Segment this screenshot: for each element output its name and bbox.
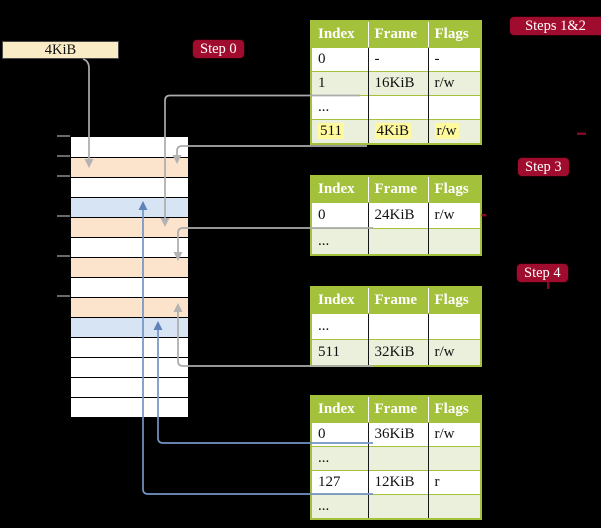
page-size-box: 4KiB bbox=[2, 41, 119, 59]
column-header: Flags bbox=[427, 287, 481, 314]
table-row: 0-- bbox=[311, 47, 481, 72]
table-cell: 4KiB bbox=[367, 119, 428, 144]
table-cell: r/w bbox=[427, 339, 481, 366]
table-cell: 511 bbox=[311, 339, 368, 366]
table-cell: 12KiB bbox=[367, 470, 428, 495]
column-header: Flags bbox=[427, 21, 481, 48]
table-cell: - bbox=[427, 47, 481, 72]
memory-frame-row bbox=[71, 257, 188, 277]
memory-frame-row bbox=[71, 397, 188, 417]
table-cell: r/w bbox=[427, 422, 481, 447]
table-cell bbox=[427, 446, 481, 471]
column-header: Frame bbox=[367, 176, 428, 203]
table-cell: ... bbox=[311, 446, 368, 471]
table-cell: ... bbox=[311, 228, 368, 255]
column-header: Index bbox=[311, 287, 368, 314]
table-cell: 32KiB bbox=[367, 339, 428, 366]
table-cell bbox=[367, 95, 428, 120]
memory-frame-row bbox=[71, 217, 188, 237]
table-cell: 511 bbox=[311, 119, 368, 144]
table-row: ... bbox=[311, 228, 481, 255]
step-4-label: Step 4 bbox=[517, 264, 568, 282]
memory-frame-row bbox=[71, 377, 188, 397]
memory-frame-row bbox=[71, 157, 188, 177]
column-header: Flags bbox=[427, 176, 481, 203]
memory-frame-row bbox=[71, 357, 188, 377]
memory-frame-row bbox=[71, 297, 188, 317]
memory-frame-row bbox=[71, 137, 188, 157]
table-cell: ... bbox=[311, 313, 368, 340]
table-cell: ... bbox=[311, 494, 368, 519]
steps-1-2-label: Steps 1&2 bbox=[510, 17, 601, 35]
table-cell bbox=[427, 228, 481, 255]
memory-frame-row bbox=[71, 277, 188, 297]
table-cell bbox=[427, 95, 481, 120]
table-cell: 0 bbox=[311, 422, 368, 447]
table-row: ... bbox=[311, 95, 481, 120]
memory-frame-row bbox=[71, 317, 188, 337]
column-header: Frame bbox=[367, 396, 428, 423]
column-header: Frame bbox=[367, 21, 428, 48]
table-cell: 0 bbox=[311, 47, 368, 72]
table-cell: r/w bbox=[427, 71, 481, 96]
table-cell: ... bbox=[311, 95, 368, 120]
physical-memory-strip bbox=[70, 136, 189, 418]
table-cell: 24KiB bbox=[367, 202, 428, 229]
table-cell: r bbox=[427, 470, 481, 495]
table-cell: 16KiB bbox=[367, 71, 428, 96]
step-0-label: Step 0 bbox=[193, 40, 244, 58]
memory-frame-row bbox=[71, 237, 188, 257]
table-cell bbox=[367, 228, 428, 255]
table-cell bbox=[427, 313, 481, 340]
table-cell: r/w bbox=[427, 202, 481, 229]
arrow-pt1-entry511-to-4kib-frame bbox=[176, 145, 367, 155]
table-cell: 36KiB bbox=[367, 422, 428, 447]
table-cell bbox=[367, 313, 428, 340]
step-3-label: Step 3 bbox=[518, 158, 569, 176]
page-size-label: 4KiB bbox=[44, 42, 77, 58]
table-row: ... bbox=[311, 446, 481, 471]
memory-ticks bbox=[57, 135, 70, 297]
table-cell: r/w bbox=[427, 119, 481, 144]
memory-frame-row bbox=[71, 197, 188, 217]
column-header: Frame bbox=[367, 287, 428, 314]
column-header: Index bbox=[311, 396, 368, 423]
column-header: Flags bbox=[427, 396, 481, 423]
table-cell bbox=[427, 494, 481, 519]
table-row: ... bbox=[311, 494, 481, 519]
table-cell bbox=[367, 446, 428, 471]
column-header: Index bbox=[311, 21, 368, 48]
memory-frame-row bbox=[71, 337, 188, 357]
table-cell: - bbox=[367, 47, 428, 72]
table-cell: 0 bbox=[311, 202, 368, 229]
table-row: ... bbox=[311, 313, 481, 340]
table-cell: 1 bbox=[311, 71, 368, 96]
table-cell bbox=[367, 494, 428, 519]
memory-frame-row bbox=[71, 177, 188, 197]
column-header: Index bbox=[311, 176, 368, 203]
table-cell: 127 bbox=[311, 470, 368, 495]
